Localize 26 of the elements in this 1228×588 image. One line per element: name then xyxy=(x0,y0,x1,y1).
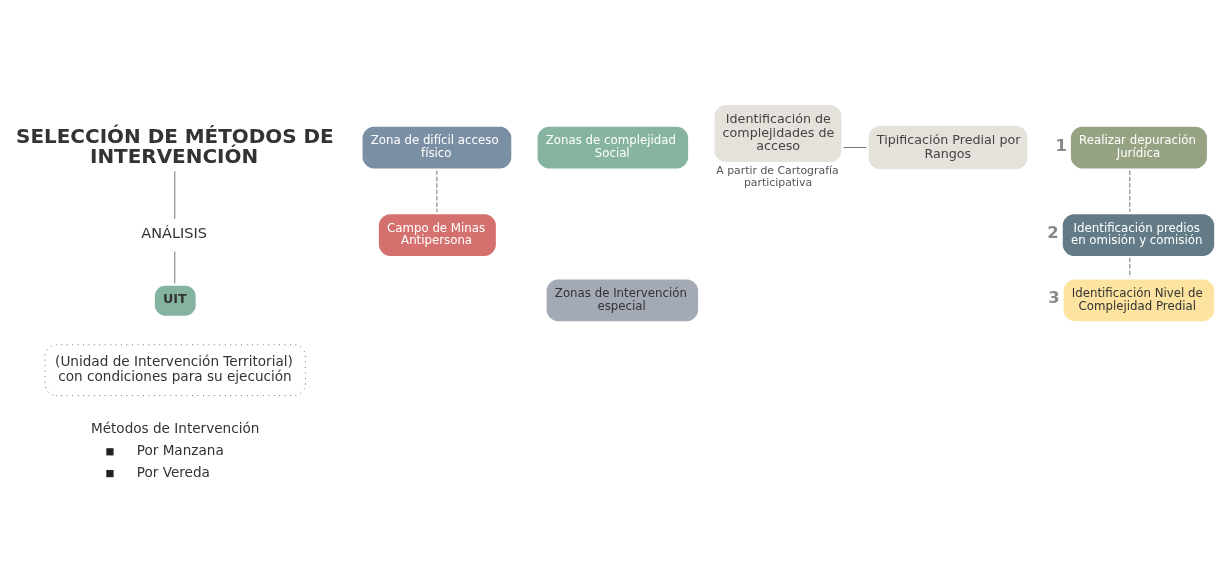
node-box: Campo de Minas Antipersona xyxy=(378,214,496,256)
node-box: Identificación Nivel de Complejidad Predial xyxy=(1063,279,1215,322)
connector xyxy=(174,251,176,284)
node-label: 1 xyxy=(1055,135,1067,155)
node-box: Identificación de complejidades de acceso xyxy=(714,104,842,163)
node-label: 3 xyxy=(1048,288,1060,308)
node-label: A partir de Cartografía participativa xyxy=(716,164,839,190)
node-text: ANÁLISIS xyxy=(141,225,207,242)
node-label: 2 xyxy=(1047,223,1059,243)
node-box: Tipificación Predial por Rangos xyxy=(868,125,1028,170)
node-box: Zonas de complejidad Social xyxy=(537,126,689,169)
label: Métodos de Intervención xyxy=(90,420,260,437)
connector xyxy=(436,170,438,213)
label: Por Manzana xyxy=(136,441,224,458)
node-text: SELECCIÓN DE MÉTODOS DE INTERVENCIÓN xyxy=(16,123,334,168)
node-box: Realizar depuración Jurídica xyxy=(1070,126,1207,169)
label: Por Vereda xyxy=(136,463,210,480)
node-box: (Unidad de Intervención Territorial) con condiciones para su ejecución xyxy=(44,344,306,397)
node-box: Zonas de Intervención especial xyxy=(546,279,699,322)
connector xyxy=(843,147,867,148)
connector xyxy=(174,170,176,220)
node-box: UIT xyxy=(154,285,196,316)
connector xyxy=(1129,170,1131,213)
node-box: Zona de difícil acceso físico xyxy=(362,126,512,169)
connector xyxy=(1129,257,1131,278)
node-box: Identificación predios en omisión y comisión xyxy=(1062,214,1215,256)
